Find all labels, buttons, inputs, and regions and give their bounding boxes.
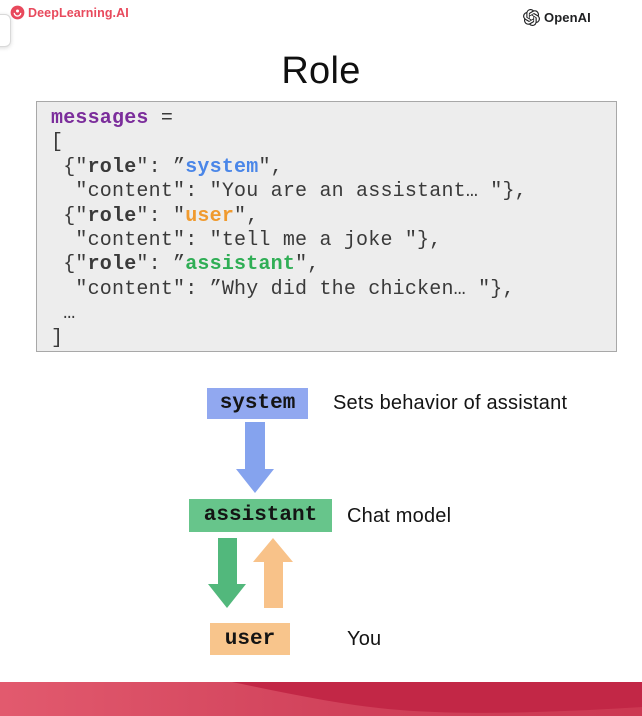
diagram-node-assistant: assistant	[189, 499, 332, 532]
deeplearning-logo-icon	[10, 5, 25, 20]
arrow-shaft	[245, 422, 265, 469]
deeplearning-logo-text: DeepLearning.AI	[28, 5, 129, 20]
diagram-node-system-description: Sets behavior of assistant	[333, 392, 568, 414]
openai-logo-icon	[523, 9, 540, 26]
arrow-system-to-assistant	[236, 422, 274, 493]
diagram-node-user-description: You	[347, 628, 382, 650]
diagram-node-system: system	[207, 388, 308, 419]
diagram-node-system-label: system	[219, 392, 296, 415]
arrow-head-down-icon	[236, 469, 274, 493]
diagram-node-user: user	[210, 623, 290, 655]
footer-wave-band	[0, 682, 642, 716]
arrow-shaft	[263, 562, 283, 608]
diagram-node-user-label: user	[224, 627, 276, 651]
code-block: messages =[ {"role": ”system", "content"…	[36, 101, 617, 352]
arrow-shaft	[217, 538, 237, 584]
diagram-node-assistant-label: assistant	[203, 504, 318, 527]
arrow-head-down-icon	[208, 584, 246, 608]
collapsed-panel-handle[interactable]	[0, 14, 11, 47]
openai-logo-text: OpenAI	[544, 10, 591, 25]
arrow-user-to-assistant	[253, 538, 293, 608]
openai-logo: OpenAI	[523, 9, 591, 26]
page-title: Role	[281, 50, 361, 92]
arrow-assistant-to-user	[208, 538, 246, 608]
diagram-node-assistant-description: Chat model	[347, 505, 452, 527]
arrow-head-up-icon	[253, 538, 293, 562]
deeplearning-logo: DeepLearning.AI	[10, 5, 129, 20]
